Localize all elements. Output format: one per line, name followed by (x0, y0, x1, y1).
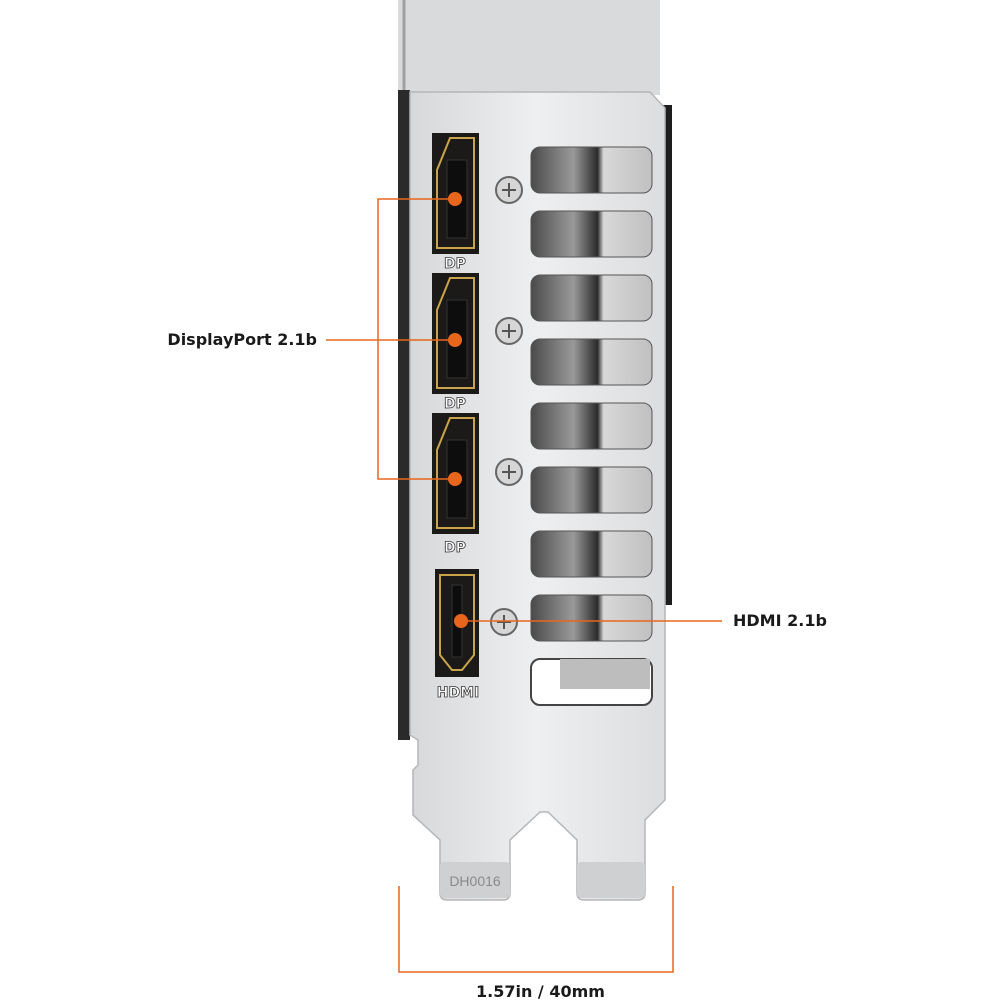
bracket-stamp: DH0016 (449, 873, 501, 889)
hdmi-label: HDMI 2.1b (733, 611, 827, 630)
dp-marking: DP (444, 396, 466, 412)
displayport-label: DisplayPort 2.1b (167, 330, 317, 349)
hdmi-marking: HDMI (437, 685, 479, 701)
cooler-shroud (398, 0, 660, 95)
vent-slots (530, 146, 653, 706)
dp-marking: DP (444, 540, 466, 556)
callout-dot (448, 472, 462, 486)
callout-dot (448, 333, 462, 347)
callout-dot (454, 614, 468, 628)
callout-lines (326, 198, 722, 973)
width-dimension-label: 1.57in / 40mm (476, 982, 605, 1000)
card-edge (398, 90, 410, 740)
callout-dot (448, 192, 462, 206)
dp-marking: DP (444, 256, 466, 272)
